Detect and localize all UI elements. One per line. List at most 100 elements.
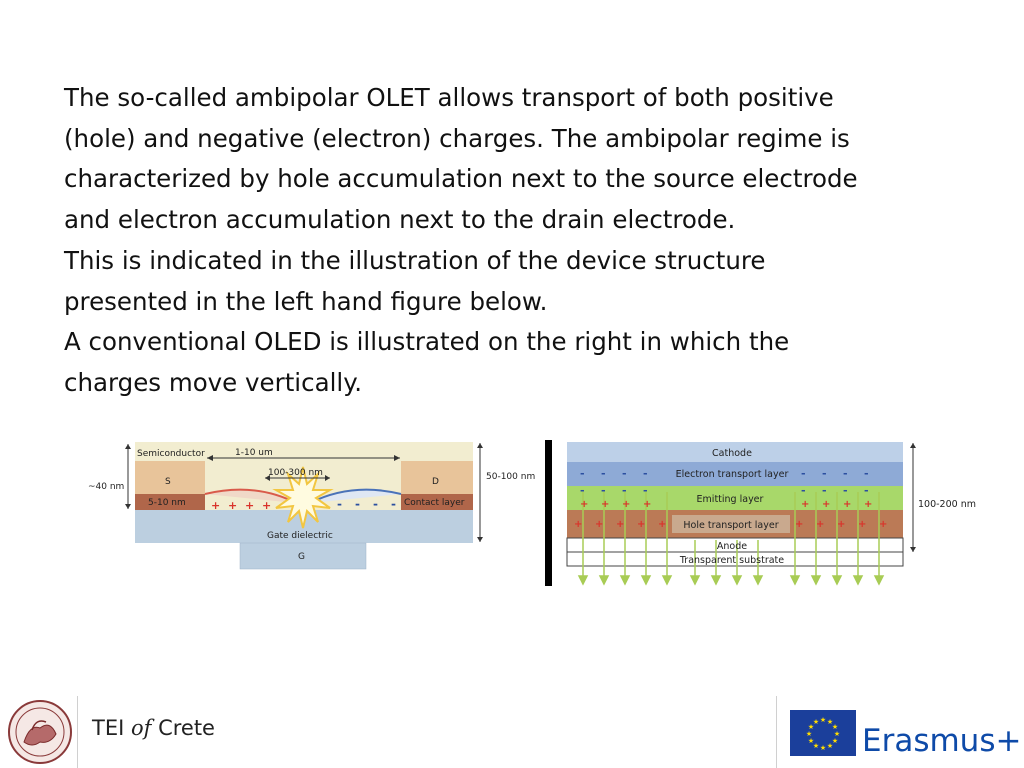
electron-charge: -: [622, 484, 627, 497]
paragraph-line: A conventional OLED is illustrated on th…: [64, 327, 790, 357]
electron-charge: -: [373, 497, 378, 511]
electron-charge: -: [601, 467, 606, 480]
svg-text:★: ★: [832, 723, 838, 731]
hole-charge: +: [595, 519, 603, 530]
electron-charge: -: [864, 467, 869, 480]
electron-charge: -: [601, 484, 606, 497]
source-label: S: [165, 477, 171, 487]
electron-charge: -: [622, 467, 627, 480]
electron-charge: -: [801, 467, 806, 480]
hole-charge: +: [864, 499, 872, 510]
svg-text:★: ★: [827, 742, 833, 750]
footer-divider-left: [77, 696, 78, 768]
electron-charge: -: [801, 484, 806, 497]
hole-charge: +: [637, 519, 645, 530]
description-paragraph: The so-called ambipolar OLET allows tran…: [64, 78, 984, 404]
hole-charge: +: [837, 519, 845, 530]
paragraph-line: This is indicated in the illustration of…: [64, 245, 766, 275]
anode-label: Anode: [717, 541, 747, 552]
emission-arrows: [577, 492, 885, 586]
electron-charge: -: [337, 497, 342, 511]
emission-star-icon: [272, 466, 334, 529]
erasmus-plus-label: Erasmus+: [862, 723, 1022, 759]
drain-contact-layer: [401, 494, 473, 510]
substrate-layer: [566, 551, 904, 567]
paragraph-line: and electron accumulation next to the dr…: [64, 205, 736, 235]
electron-charge: -: [864, 484, 869, 497]
electron-charge: -: [580, 467, 585, 480]
tei-suffix: Crete: [151, 716, 215, 740]
hole-charge: +: [245, 499, 254, 512]
hole-charge: +: [211, 499, 220, 512]
paragraph-line: charges move vertically.: [64, 367, 362, 397]
hole-charge: +: [580, 499, 588, 510]
svg-text:★: ★: [808, 723, 814, 731]
electron-charge: -: [391, 497, 396, 511]
electron-charge: -: [643, 467, 648, 480]
substrate-label: Transparent substrate: [679, 555, 784, 566]
electron-charge: -: [643, 484, 648, 497]
hole-charge: +: [879, 519, 887, 530]
tei-crete-logo-icon: [8, 700, 72, 764]
svg-text:★: ★: [808, 737, 814, 745]
hole-charge: +: [643, 499, 651, 510]
oled-diagram: - - - - - - - - - - - - - - - - + + + + …: [566, 442, 976, 586]
total-height-label: 50-100 nm: [486, 472, 535, 482]
paragraph-line: characterized by hole accumulation next …: [64, 164, 858, 194]
thickness-left-label: ~40 nm: [88, 482, 124, 492]
gate-dielectric-label: Gate dielectric: [267, 531, 333, 541]
tei-of: of: [130, 716, 152, 740]
hole-charge: +: [574, 519, 582, 530]
electron-charge: -: [822, 484, 827, 497]
drain-label: D: [432, 477, 439, 487]
svg-text:★: ★: [832, 737, 838, 745]
hole-charge: +: [858, 519, 866, 530]
gate-label: G: [298, 552, 305, 562]
paragraph-line: (hole) and negative (electron) charges. …: [64, 123, 850, 153]
htl-label: Hole transport layer: [683, 520, 778, 531]
svg-text:★: ★: [813, 742, 819, 750]
hole-charge: +: [262, 499, 271, 512]
svg-text:★: ★: [834, 730, 840, 738]
footer-divider-right: [776, 696, 777, 768]
hole-charge: +: [816, 519, 824, 530]
hole-charge: +: [616, 519, 624, 530]
hole-charge: +: [658, 519, 666, 530]
thickness-contact-label: 5-10 nm: [148, 498, 186, 508]
semiconductor-label: Semiconductor: [137, 449, 205, 459]
electron-charge: -: [843, 467, 848, 480]
tei-of-crete-label: TEI of Crete: [92, 716, 215, 740]
hole-charge: +: [801, 499, 809, 510]
electron-charge: -: [580, 484, 585, 497]
electron-charge: -: [843, 484, 848, 497]
gate-electrode: [239, 542, 367, 570]
etl-label: Electron transport layer: [676, 469, 789, 480]
source-electrode: [135, 461, 205, 494]
hole-charge: +: [622, 499, 630, 510]
olet-diagram: + + + + - - - - Semiconductor 1-10 um 10…: [88, 442, 535, 570]
paragraph-line: presented in the left hand figure below.: [64, 286, 548, 316]
hole-charge: +: [228, 499, 237, 512]
channel-length-label: 1-10 um: [235, 448, 273, 458]
contact-layer-label: Contact layer: [404, 498, 465, 508]
source-contact-layer: [135, 494, 205, 510]
svg-text:★: ★: [827, 718, 833, 726]
drain-electrode: [401, 461, 473, 494]
electron-charge: -: [355, 497, 360, 511]
electron-charge: -: [822, 467, 827, 480]
tei-prefix: TEI: [92, 716, 131, 740]
zone-width-label: 100-300 nm: [268, 468, 323, 478]
hole-charge: +: [601, 499, 609, 510]
cathode-layer: [567, 442, 903, 462]
cathode-label: Cathode: [712, 448, 752, 459]
hole-charge: +: [822, 499, 830, 510]
svg-text:★: ★: [820, 716, 826, 724]
svg-text:★: ★: [806, 730, 812, 738]
hole-charge: +: [843, 499, 851, 510]
figure-separator: [545, 440, 552, 586]
paragraph-line: The so-called ambipolar OLET allows tran…: [64, 83, 834, 112]
svg-text:★: ★: [813, 718, 819, 726]
eu-flag-icon: ★ ★ ★ ★ ★ ★ ★ ★ ★ ★ ★ ★: [790, 710, 856, 756]
oled-height-label: 100-200 nm: [918, 499, 976, 510]
hole-charge: +: [795, 519, 803, 530]
